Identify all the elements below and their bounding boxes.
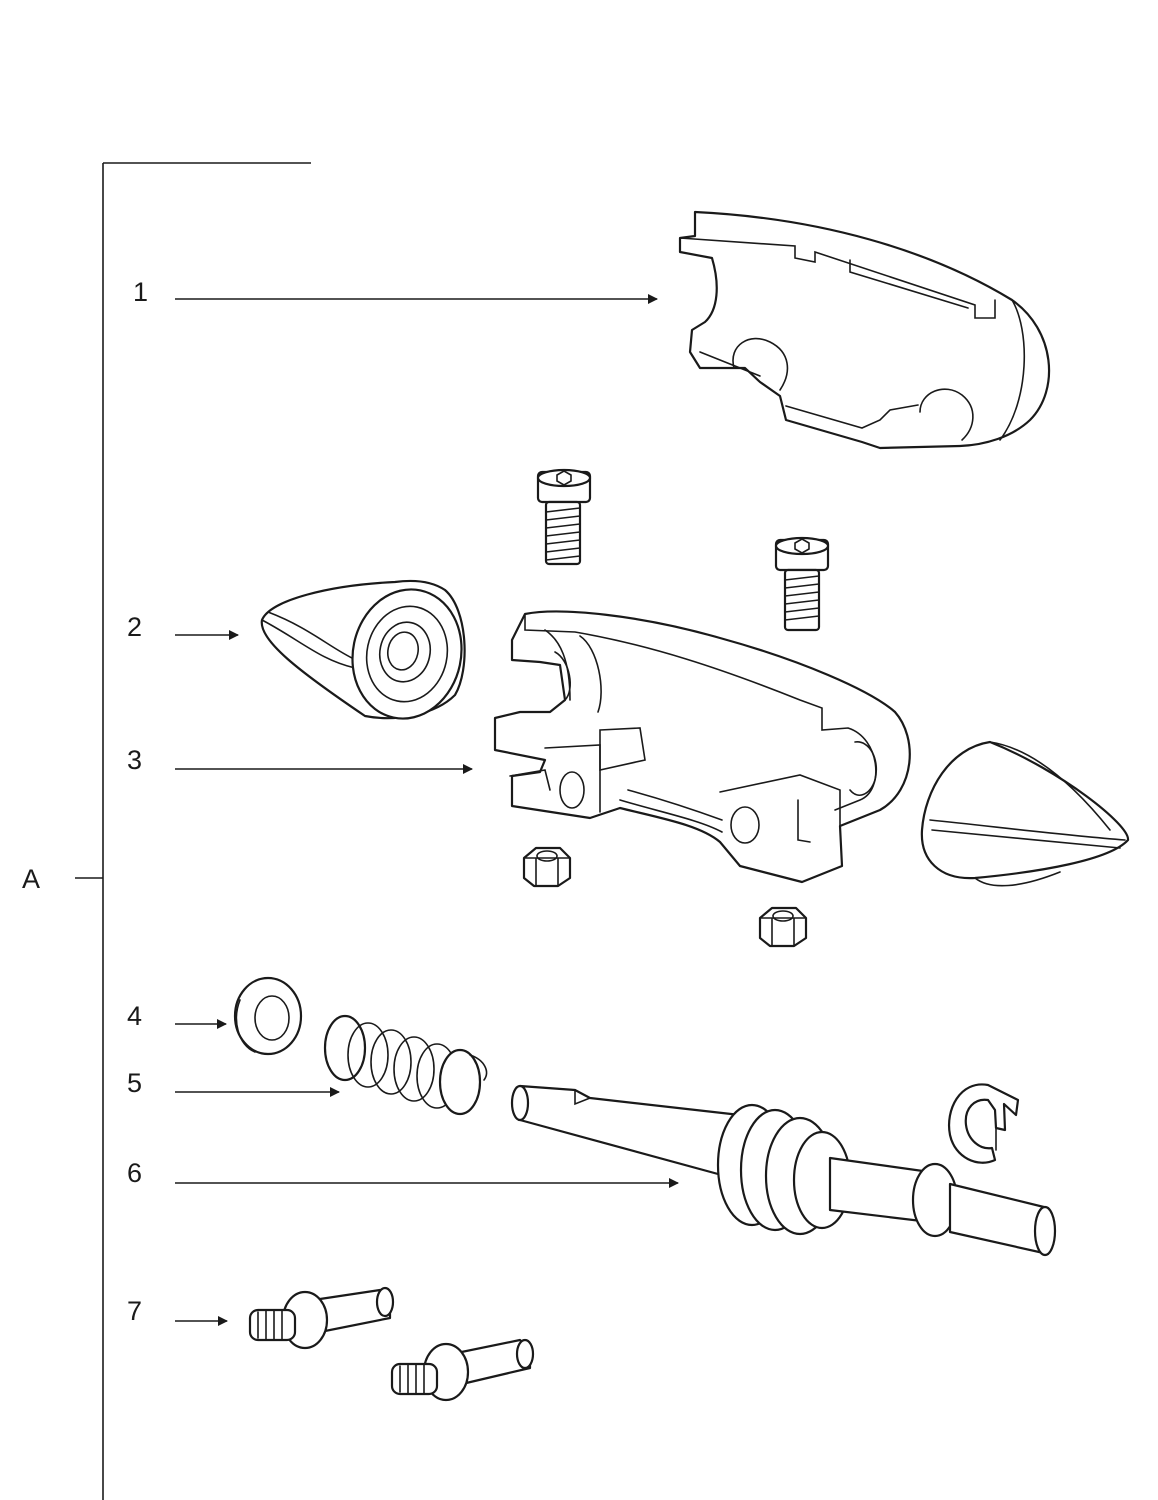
callout-7-number: 7: [127, 1296, 143, 1326]
coil-spring-part: [323, 1014, 488, 1116]
callout-2-number: 2: [127, 612, 143, 642]
callout-6-number: 6: [127, 1158, 143, 1188]
callout-1-number: 1: [133, 277, 149, 307]
spindle-shaft-part: [510, 1084, 1057, 1257]
cover-plate-part: [678, 210, 1051, 450]
leader-arrows: [175, 294, 679, 1326]
socket-screw-right: [774, 536, 830, 632]
callout-4-number: 4: [127, 1001, 143, 1031]
shoulder-screw-lower-part: [390, 1338, 535, 1402]
group-label-a: A: [22, 864, 41, 894]
shoulder-screw-upper-part: [248, 1286, 395, 1350]
cone-cap-right-part: [920, 740, 1130, 887]
cone-cap-left-part: [260, 579, 466, 720]
group-bracket: [75, 162, 311, 1500]
hex-nut-left: [522, 846, 572, 888]
washer-part: [233, 976, 303, 1056]
socket-screw-upper: [536, 468, 592, 566]
e-clip-part: [947, 1083, 1020, 1164]
hex-nut-right: [758, 906, 808, 948]
callout-5-number: 5: [127, 1068, 143, 1098]
main-housing-part: [493, 610, 911, 884]
callout-3-number: 3: [127, 745, 143, 775]
